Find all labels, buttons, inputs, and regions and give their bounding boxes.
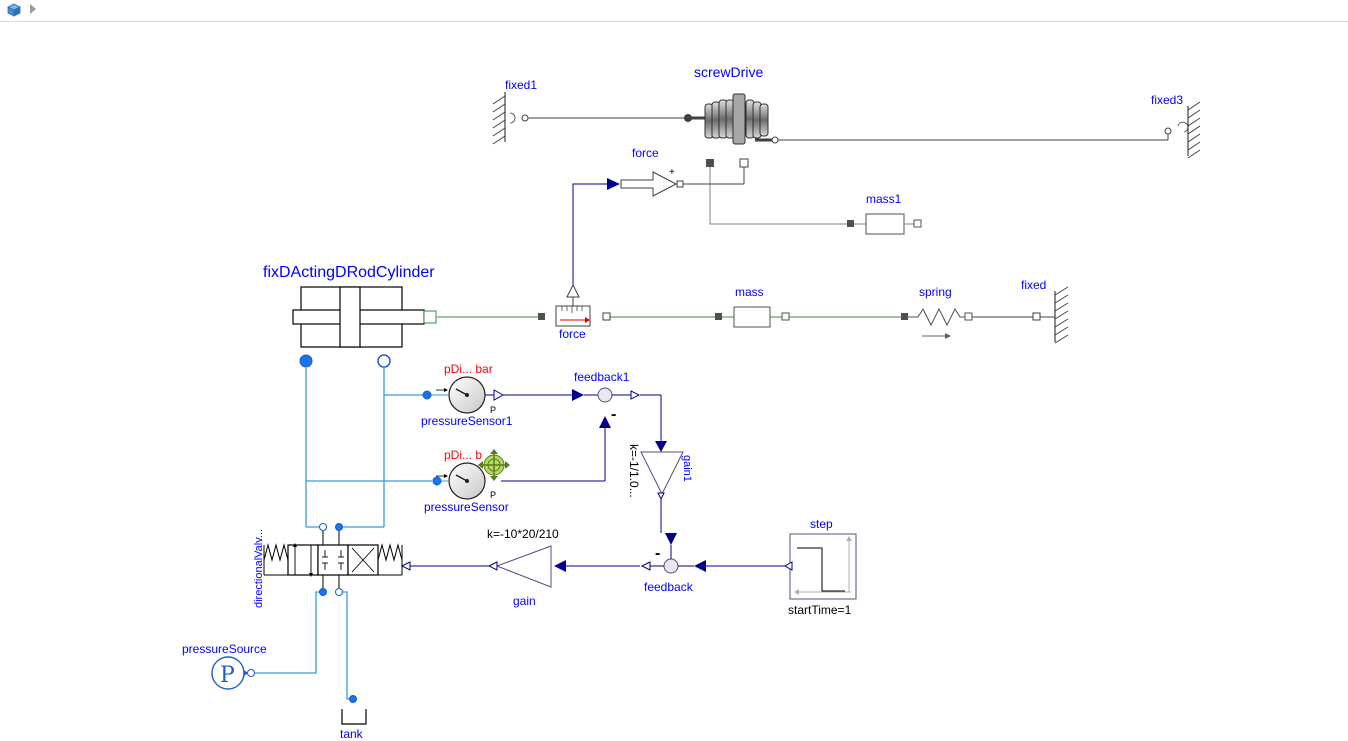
fixed-label: fixed [1021,278,1046,292]
pressure-sensor1-component[interactable]: P pDi... bar pressureSensor1 [421,362,513,428]
top-toolbar [0,0,1348,22]
diagram-canvas: fixed1 screwDrive [182,64,1201,741]
gain1-component[interactable]: k=-1/1.0... gain1 [627,441,693,501]
force-sensor-label: force [559,327,586,341]
fixed1-label: fixed1 [505,78,537,92]
feedback-label: feedback [644,580,694,594]
expand-arrow-icon[interactable] [30,4,36,14]
move-handle-icon[interactable] [478,449,510,481]
gain-param: k=-10*20/210 [487,527,559,541]
hydraulic-lines [253,368,432,700]
mass1-label: mass1 [866,192,902,206]
fixed-component[interactable]: fixed [1021,278,1069,344]
mass1-component[interactable]: mass1 [847,192,922,235]
directional-valve-label: directionalValv... [253,529,265,608]
pressure-sensor1-param: pDi... bar [444,362,493,376]
tank-component[interactable]: tank [340,695,367,741]
cylinder-component[interactable]: fixDActingDRodCylinder [263,264,437,368]
pressure-sensor-component[interactable]: P pDi... b pressureSensor [424,448,510,514]
pressure-sensor-param: pDi... b [444,448,482,462]
cylinder-label: fixDActingDRodCylinder [263,264,435,281]
pressure-sensor1-unit: P [490,405,496,415]
mech-top-lines [525,117,1169,225]
spring-label: spring [919,285,952,299]
feedback1-label: feedback1 [574,370,630,384]
feedback-component[interactable]: - feedback [640,527,706,594]
model-cube-icon[interactable] [7,3,21,17]
step-label: step [810,517,833,531]
gain1-label: gain1 [681,455,693,482]
gain1-param: k=-1/1.0... [627,444,641,498]
gain-label: gain [513,594,536,608]
pressure-sensor-unit: P [490,490,496,500]
signal-lines [410,394,785,567]
spring-component[interactable]: spring [901,285,973,339]
force-top-component[interactable]: + force [607,146,684,197]
mass-component[interactable]: mass [715,285,790,328]
fixed1-component[interactable]: fixed1 [492,78,537,145]
pressure-sensor1-label: pressureSensor1 [421,414,513,428]
pressure-source-symbol: P [220,663,235,688]
gain-component[interactable]: k=-10*20/210 gain [487,527,566,608]
force-sensor-component[interactable]: force [538,283,611,341]
pressure-sensor-label: pressureSensor [424,500,509,514]
pressure-source-component[interactable]: P pressureSource [182,642,267,690]
step-param: startTime=1 [788,603,852,617]
feedback1-component[interactable]: - feedback1 [572,370,641,428]
force-top-label: force [632,146,659,160]
screwdrive-label: screwDrive [694,64,763,80]
force-top-plus: + [669,167,675,178]
screwdrive-component[interactable]: screwDrive [684,64,779,168]
feedback-minus: - [655,545,660,562]
feedback1-minus: - [611,406,616,423]
signal-line-force [572,183,610,285]
mass-label: mass [735,285,764,299]
step-component[interactable]: step startTime=1 [783,517,857,617]
fixed3-label: fixed3 [1151,93,1183,107]
directional-valve-component[interactable]: directionalValv... [253,523,411,609]
pressure-source-label: pressureSource [182,642,267,656]
fixed3-component[interactable]: fixed3 [1151,93,1201,159]
tank-label: tank [340,727,364,741]
